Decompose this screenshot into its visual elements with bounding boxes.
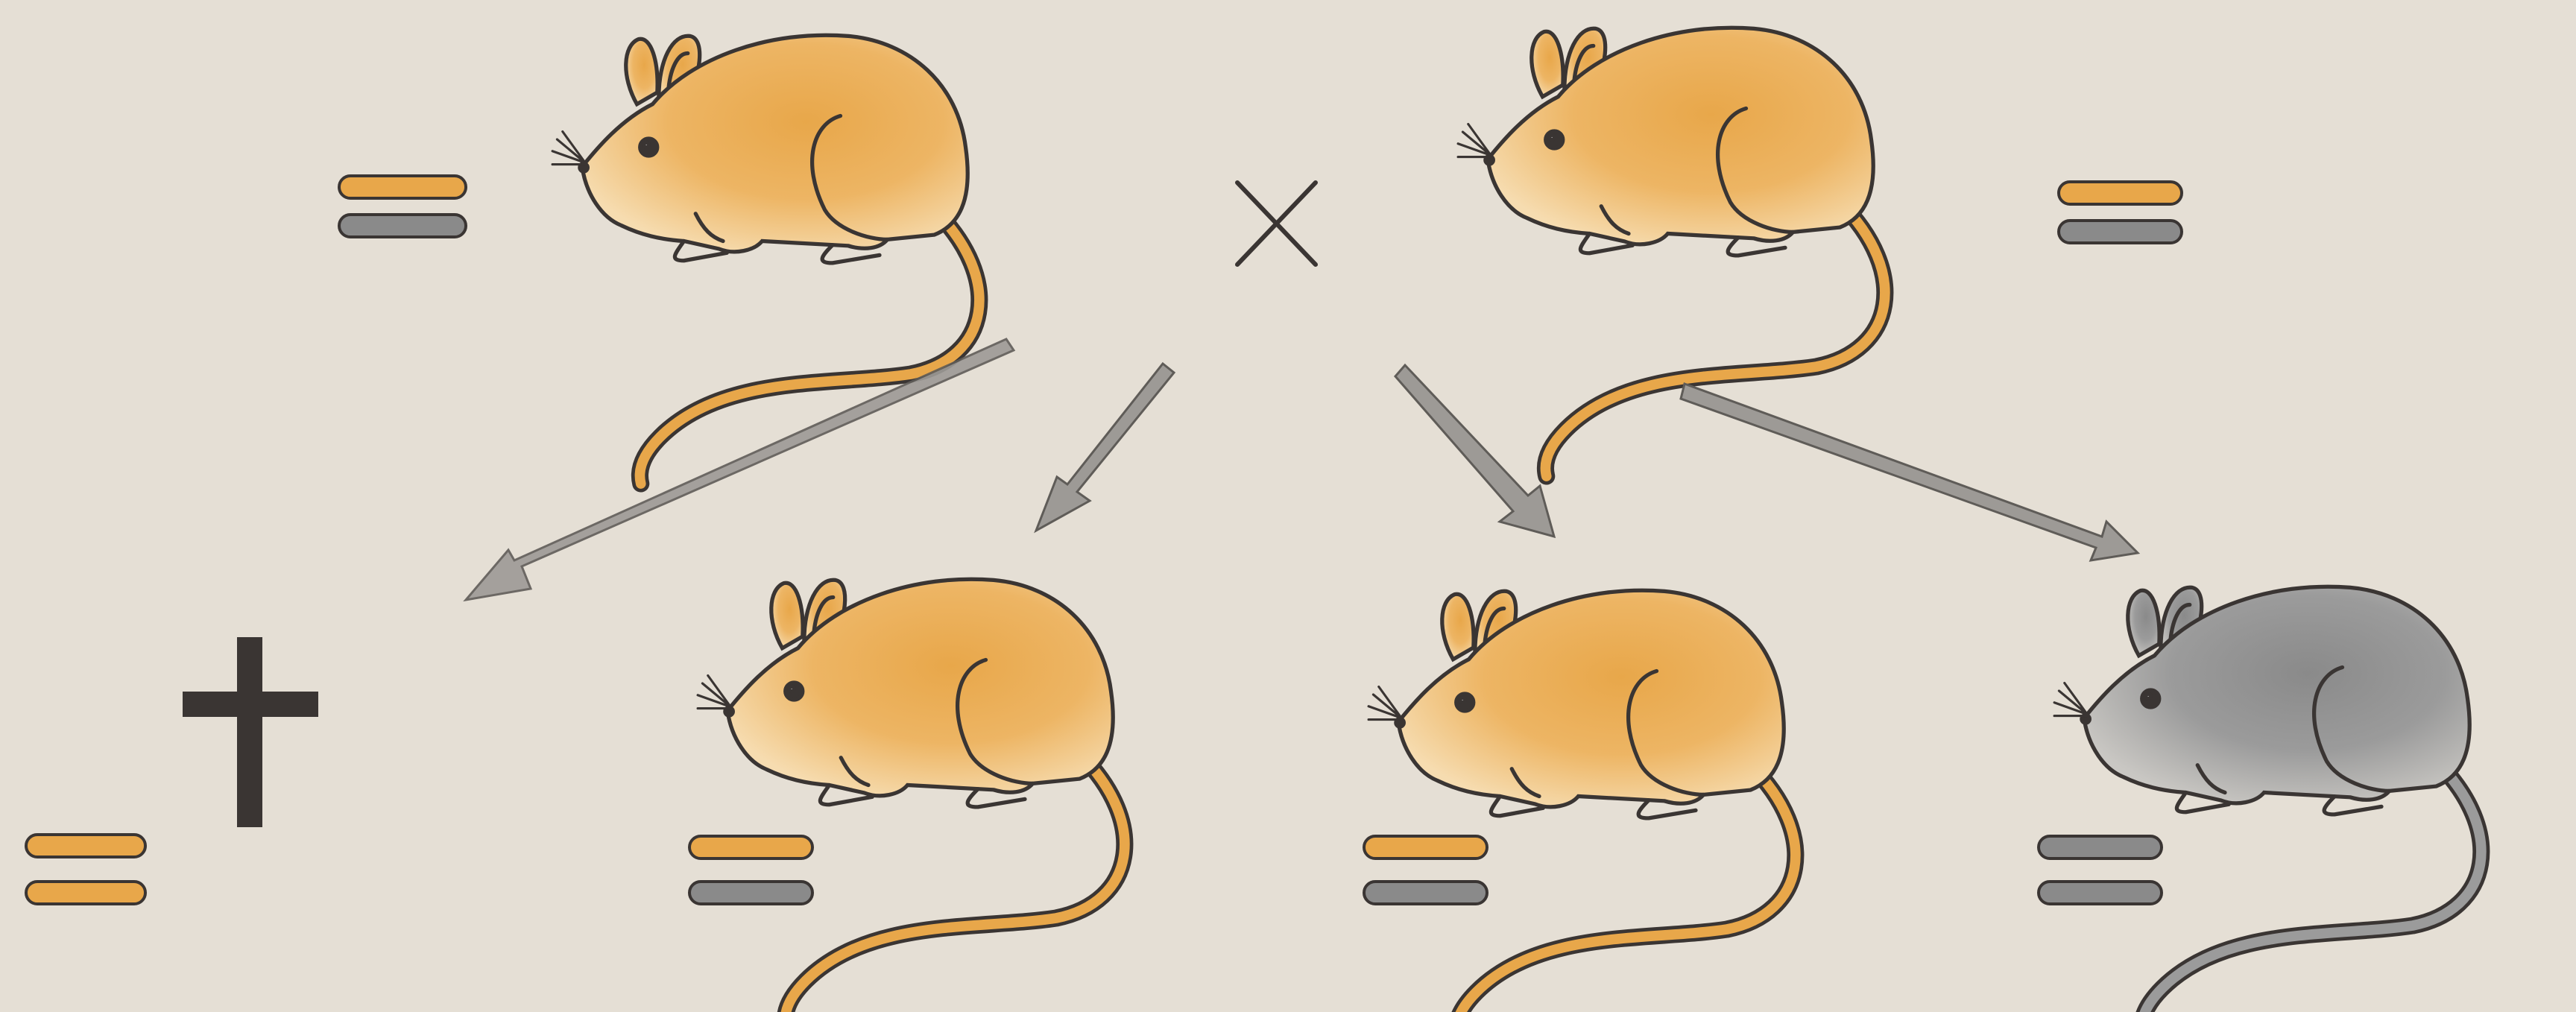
- gene-bar-1: [26, 835, 145, 857]
- gene-bar-2: [339, 215, 466, 237]
- gene-bar-2: [689, 882, 812, 904]
- tail: [640, 210, 979, 484]
- gene-bar-1: [1364, 836, 1487, 858]
- arrow-to-offspring-2: [1036, 364, 1174, 531]
- gene-bar-1: [689, 836, 812, 858]
- offspring-4-mouse: [2054, 586, 2481, 1012]
- gene-bar-1: [2039, 836, 2162, 858]
- parent-left-genes: [339, 176, 466, 237]
- offspring-4-genes: [2039, 836, 2162, 904]
- offspring-3-genes: [1364, 836, 1487, 904]
- gene-bar-2: [1364, 882, 1487, 904]
- gene-bar-2: [26, 882, 145, 904]
- offspring-2-genes: [689, 836, 812, 904]
- gene-bar-2: [2059, 221, 2182, 243]
- offspring-1-genes: [26, 835, 145, 904]
- inheritance-arrows: [466, 339, 2138, 600]
- arrow-to-offspring-3: [1395, 365, 1554, 537]
- gene-bar-1: [339, 176, 466, 198]
- arrow-to-offspring-1: [466, 339, 1014, 600]
- offspring-1-dagger: [183, 637, 318, 827]
- offspring-3-mouse: [1368, 590, 1796, 1012]
- cross-symbol: [1237, 183, 1316, 265]
- arrow-to-offspring-4: [1681, 384, 2138, 560]
- parent-right-genes: [2059, 182, 2182, 243]
- parent-right-mouse: [1458, 28, 1885, 476]
- parent-left-mouse: [552, 35, 979, 484]
- offspring-2-mouse: [698, 579, 1125, 1012]
- gene-bar-1: [2059, 182, 2182, 204]
- gene-bar-2: [2039, 882, 2162, 904]
